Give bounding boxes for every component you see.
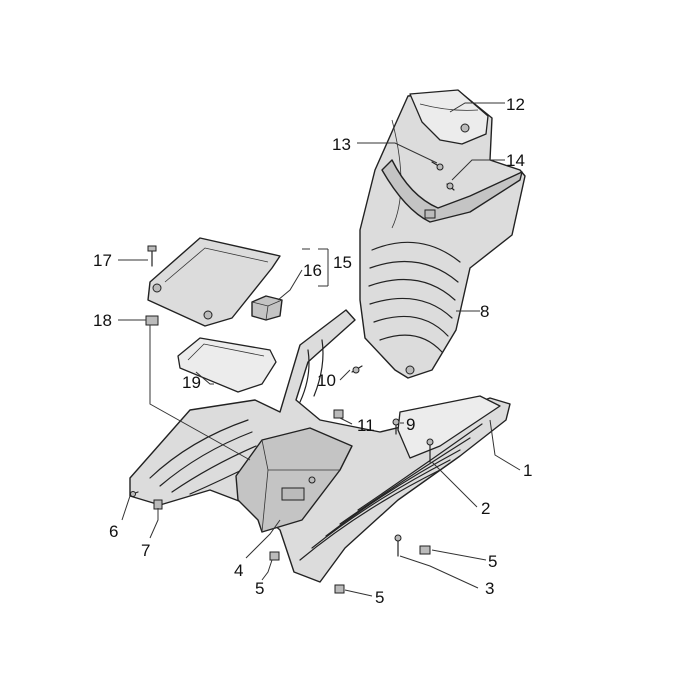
callout-14: 14 [506, 151, 525, 170]
callout-12: 12 [506, 95, 525, 114]
callout-4: 4 [234, 561, 243, 580]
screw-part-6 [129, 491, 139, 497]
callout-3: 3 [485, 579, 494, 598]
callout-7: 7 [141, 541, 150, 560]
inner-panel-part-19 [177, 337, 277, 393]
screw-part-9 [392, 418, 400, 435]
callout-13: 13 [332, 135, 351, 154]
screw-part-14 [446, 182, 455, 191]
callout-5-right: 5 [488, 552, 497, 571]
callout-labels: 12 13 14 17 15 16 18 8 10 19 11 9 1 2 6 … [93, 95, 532, 607]
clip-part-11 [333, 409, 344, 419]
screw-part-3 [394, 534, 402, 557]
callout-16: 16 [303, 261, 322, 280]
callout-10: 10 [317, 371, 336, 390]
center-tunnel-part-4 [235, 427, 353, 533]
callout-19: 19 [182, 373, 201, 392]
callout-5-bottom: 5 [375, 588, 384, 607]
callout-11: 11 [357, 416, 375, 435]
callout-17: 17 [93, 251, 112, 270]
screw-part-10 [351, 365, 363, 374]
callout-8: 8 [480, 302, 489, 321]
leader-lines [118, 102, 521, 597]
callout-18: 18 [93, 311, 112, 330]
callout-2: 2 [481, 499, 490, 518]
clip-part-7 [153, 499, 163, 510]
side-rail-part-2 [397, 395, 501, 459]
clip-part-18 [145, 315, 159, 326]
callout-15: 15 [333, 253, 352, 272]
clip-part-5-c [334, 584, 345, 594]
callout-9: 9 [406, 415, 415, 434]
screw-part-13 [431, 161, 444, 171]
screw-part-1b [426, 438, 434, 463]
screw-part-17 [147, 245, 157, 267]
battery-lid-part-15 [147, 237, 281, 327]
callout-1: 1 [523, 461, 532, 480]
shield-inner-rim [381, 159, 523, 223]
clip-part-5-a [269, 551, 280, 561]
clip-part-5-b [419, 545, 431, 555]
rubber-pad-part-16 [251, 295, 283, 321]
callout-5-left: 5 [255, 579, 264, 598]
callout-6: 6 [109, 522, 118, 541]
